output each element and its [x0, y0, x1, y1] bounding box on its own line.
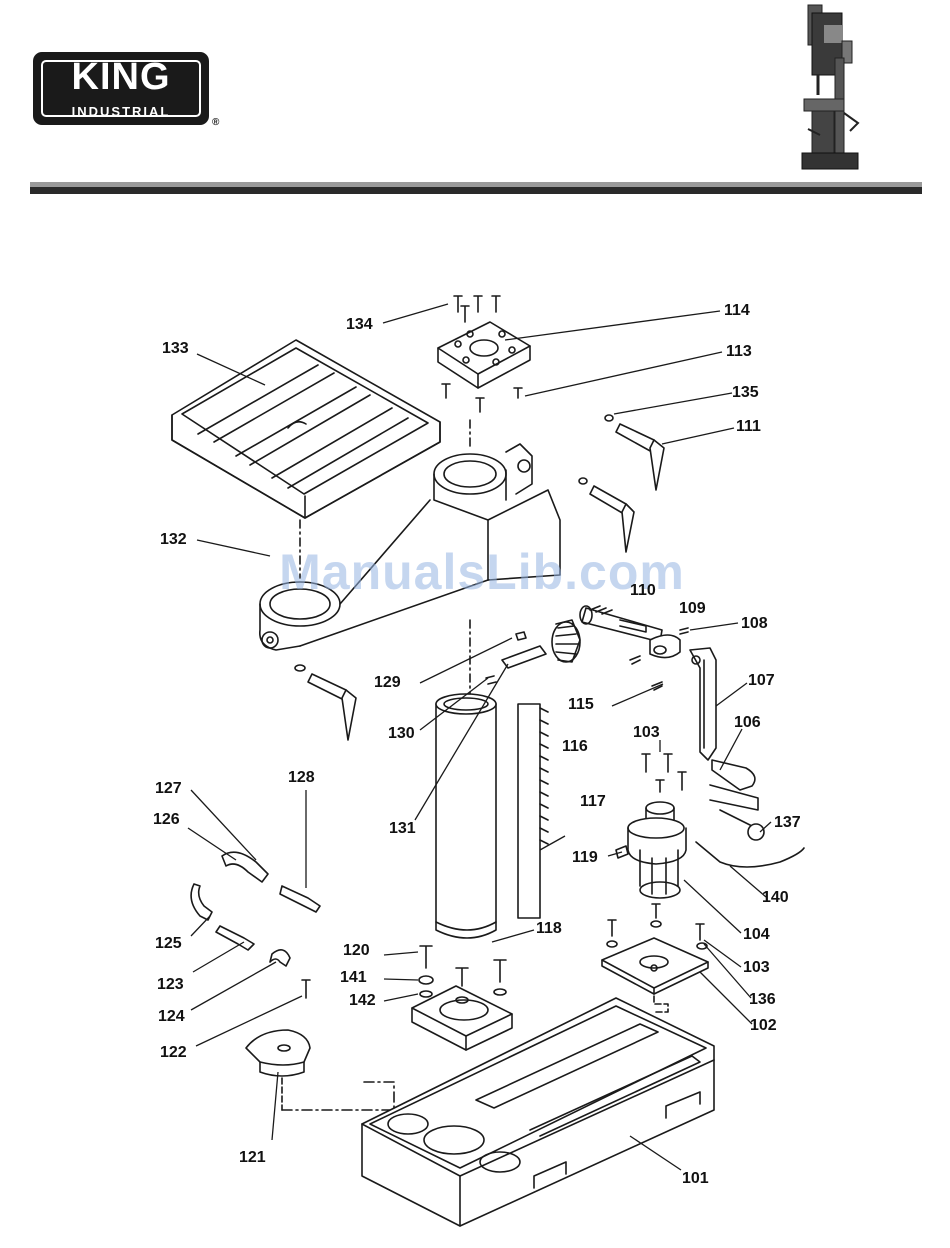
- label-104: 104: [743, 926, 770, 944]
- label-137: 137: [774, 814, 801, 832]
- label-126: 126: [153, 811, 180, 829]
- label-114: 114: [724, 302, 750, 320]
- label-117: 117: [580, 793, 606, 811]
- label-103-upper: 103: [633, 724, 660, 742]
- label-124: 124: [158, 1008, 185, 1026]
- label-119: 119: [572, 849, 598, 867]
- label-120: 120: [343, 942, 370, 960]
- label-103-lower: 103: [743, 959, 770, 977]
- label-141: 141: [340, 969, 367, 987]
- label-127: 127: [155, 780, 182, 798]
- label-106: 106: [734, 714, 761, 732]
- label-113: 113: [726, 343, 752, 361]
- label-130: 130: [388, 725, 415, 743]
- label-140: 140: [762, 889, 789, 907]
- label-115: 115: [568, 696, 594, 714]
- label-116: 116: [562, 738, 588, 756]
- label-129: 129: [374, 674, 401, 692]
- label-102: 102: [750, 1017, 777, 1035]
- label-110: 110: [630, 582, 656, 600]
- label-142: 142: [349, 992, 376, 1010]
- label-125: 125: [155, 935, 182, 953]
- label-109: 109: [679, 600, 706, 618]
- label-108: 108: [741, 615, 768, 633]
- label-123: 123: [157, 976, 184, 994]
- label-118: 118: [536, 920, 562, 938]
- label-121: 121: [239, 1149, 266, 1167]
- label-101: 101: [682, 1170, 709, 1188]
- label-128: 128: [288, 769, 315, 787]
- label-111: 111: [736, 418, 761, 436]
- label-135: 135: [732, 384, 759, 402]
- label-136: 136: [749, 991, 776, 1009]
- label-133: 133: [162, 340, 189, 358]
- label-131: 131: [389, 820, 416, 838]
- label-134: 134: [346, 316, 373, 334]
- label-132: 132: [160, 531, 187, 549]
- label-122: 122: [160, 1044, 187, 1062]
- label-107: 107: [748, 672, 775, 690]
